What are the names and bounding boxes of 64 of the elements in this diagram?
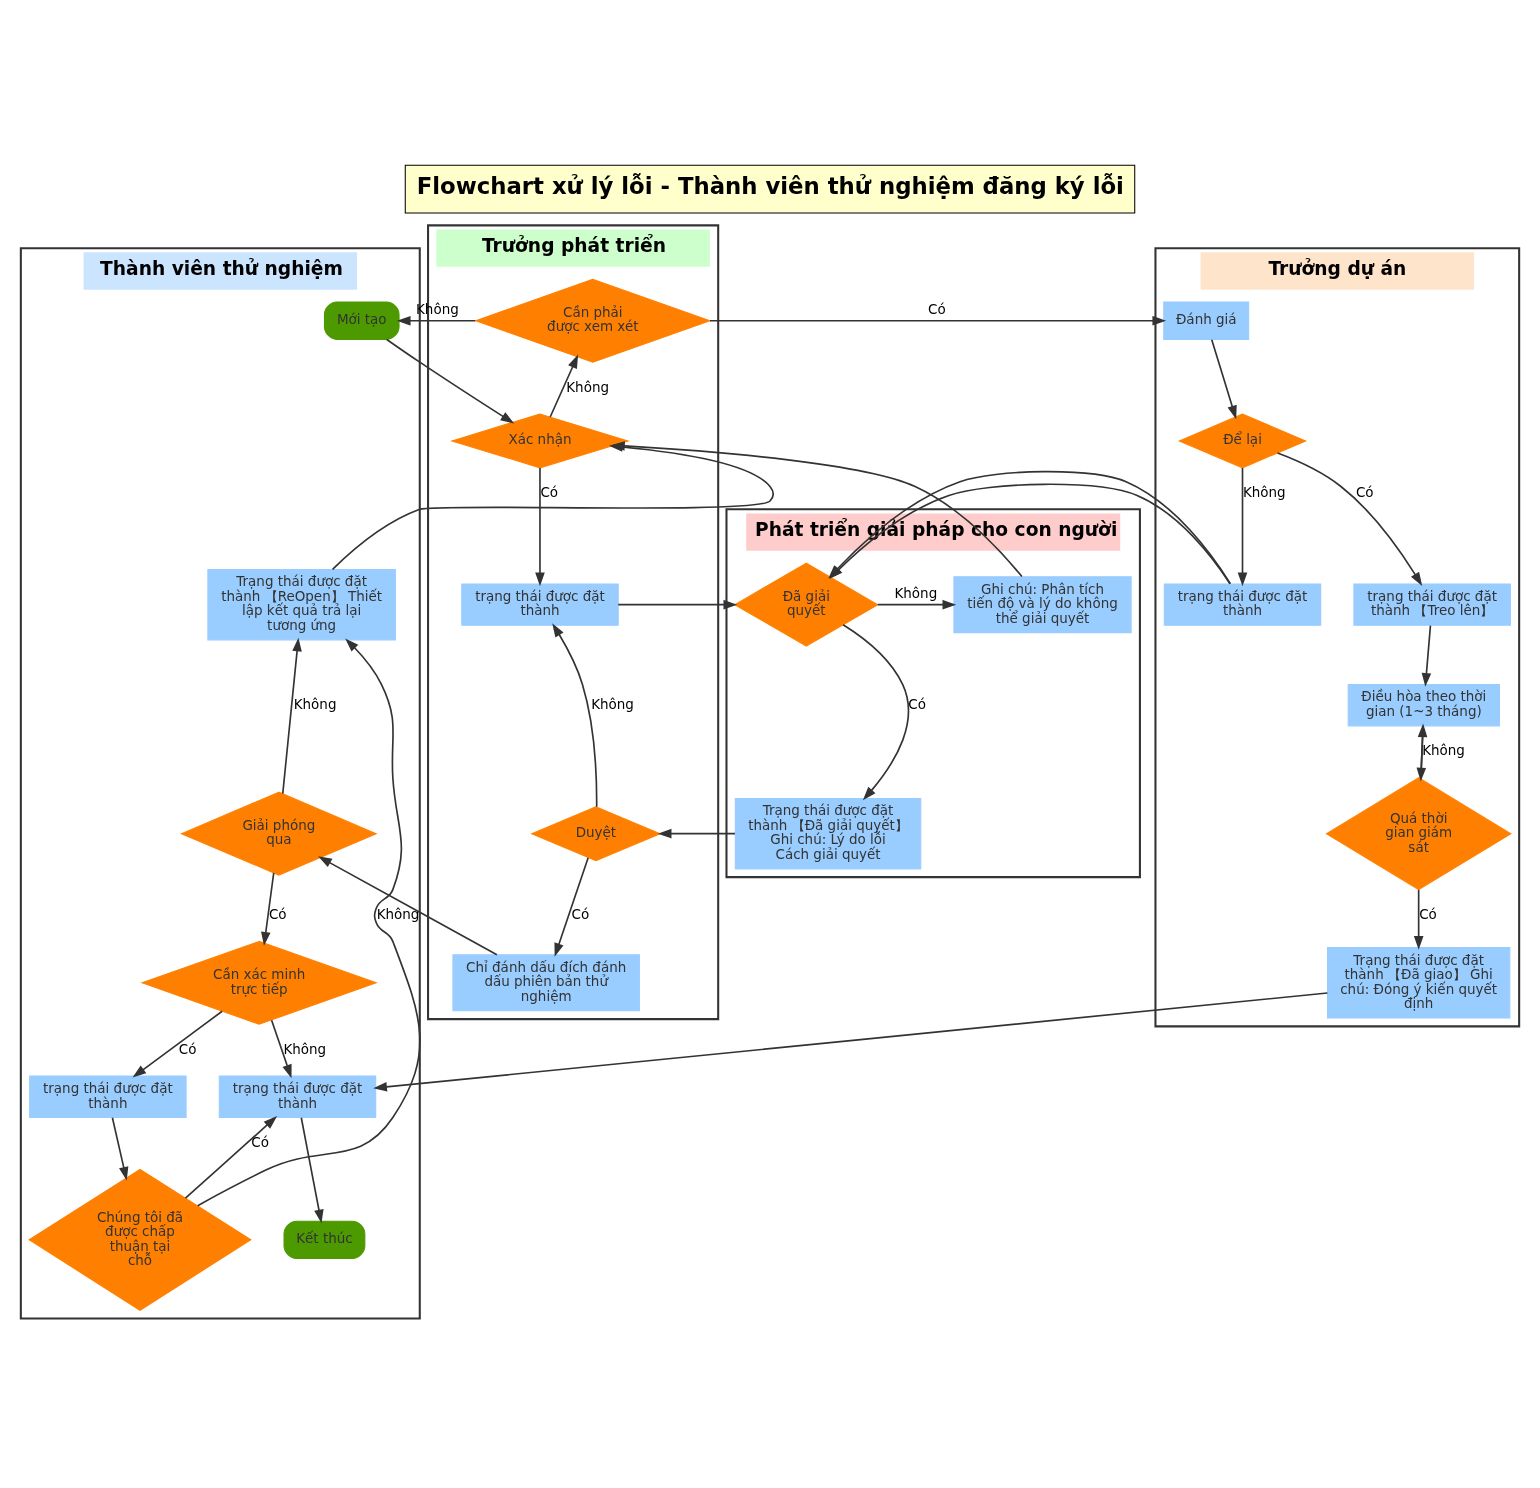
node-diamond: Giải phóng qua: [180, 791, 378, 876]
node-box: Đánh giá: [1163, 301, 1250, 340]
node-box: trạng thái được đặt thành: [1163, 583, 1322, 626]
arrow: [261, 872, 275, 946]
arrow: [876, 599, 957, 610]
arrow: [270, 1019, 292, 1079]
node-box: Chỉ đánh dấu đích đánh dấu phiên bản thử nghiệm: [452, 954, 640, 1012]
node-box: trạng thái được đặt thành: [29, 1075, 187, 1119]
node-box: Trạng thái được đặt thành 【Đã giao】 Ghi chú: Đóng ý kiến quyết định: [1326, 947, 1511, 1019]
node-diamond: Cần phải được xem xét: [474, 278, 712, 363]
arrow: [385, 338, 515, 424]
arrow: [111, 1116, 129, 1181]
arrow: [373, 992, 1329, 1092]
edge-label: Có: [178, 1040, 197, 1057]
diagram-title: Flowchart xử lý lỗi - Thành viên thử nghiệm đăng ký lỗi: [416, 172, 1124, 199]
edge-label: Có: [251, 1133, 270, 1150]
node-box: Trạng thái được đặt thành 【Đã giải quyết】 Ghi chú: Lý do lỗi Cách giải quyết: [734, 797, 922, 870]
arrow: [184, 1116, 278, 1199]
node-diamond: Cần xác minh trực tiếp: [140, 940, 378, 1025]
node-box: Điều hòa theo thời gian (1~3 tháng): [1347, 683, 1500, 727]
edge-label: Không: [894, 584, 938, 601]
edge-label: Không: [293, 695, 337, 712]
edge-label: Không: [283, 1040, 327, 1057]
edge-label: Có: [1355, 484, 1374, 501]
arrow: [535, 467, 545, 587]
node-diamond: Quá thời gian giám sát: [1325, 777, 1512, 891]
node-box: Mới tạo: [323, 301, 400, 340]
edge-label: Không: [376, 906, 420, 923]
node-diamond: Duyệt: [530, 806, 662, 862]
edge-label: Có: [571, 906, 590, 923]
node-box: trạng thái được đặt thành: [461, 583, 619, 626]
node-box: Kết thúc: [283, 1220, 366, 1259]
arrow: [300, 1116, 324, 1224]
node-diamond: Để lại: [1177, 413, 1308, 469]
arrow: [196, 638, 421, 1207]
node-box: Ghi chú: Phân tích tiến độ và lý do không thể giải quyết: [953, 576, 1132, 634]
arrow: [549, 354, 579, 418]
arrow: [617, 599, 738, 610]
arrow: [554, 856, 589, 957]
arrow: [1276, 452, 1423, 586]
arrow: [132, 1010, 223, 1078]
arrow: [318, 856, 498, 956]
arrow: [1237, 467, 1248, 587]
edge-label: Không: [566, 378, 609, 395]
edge-label: Có: [908, 695, 926, 712]
edge-label: Không: [1422, 742, 1465, 759]
edge-label: Không: [591, 695, 634, 712]
arrow: [1210, 338, 1237, 420]
arrow: [1413, 889, 1424, 950]
node-box: Trạng thái được đặt thành 【ReOpen】 Thiết lập kết quả trả lại tương ứng: [207, 568, 396, 641]
edge-label: Có: [1419, 906, 1437, 923]
arrow: [657, 828, 736, 839]
node-box: trạng thái được đặt thành 【Treo lên】: [1353, 583, 1511, 626]
arrow: [396, 315, 477, 326]
arrow: [709, 315, 1167, 326]
edge-label: Không: [1242, 484, 1286, 501]
edge-label: Có: [928, 300, 946, 317]
edge-label: Có: [540, 484, 559, 501]
arrow: [281, 637, 302, 795]
arrow: [842, 623, 910, 801]
edge-label: Có: [268, 906, 287, 923]
node-box: trạng thái được đặt thành: [218, 1075, 377, 1119]
arrow: [552, 623, 598, 808]
arrow: [1421, 624, 1432, 687]
